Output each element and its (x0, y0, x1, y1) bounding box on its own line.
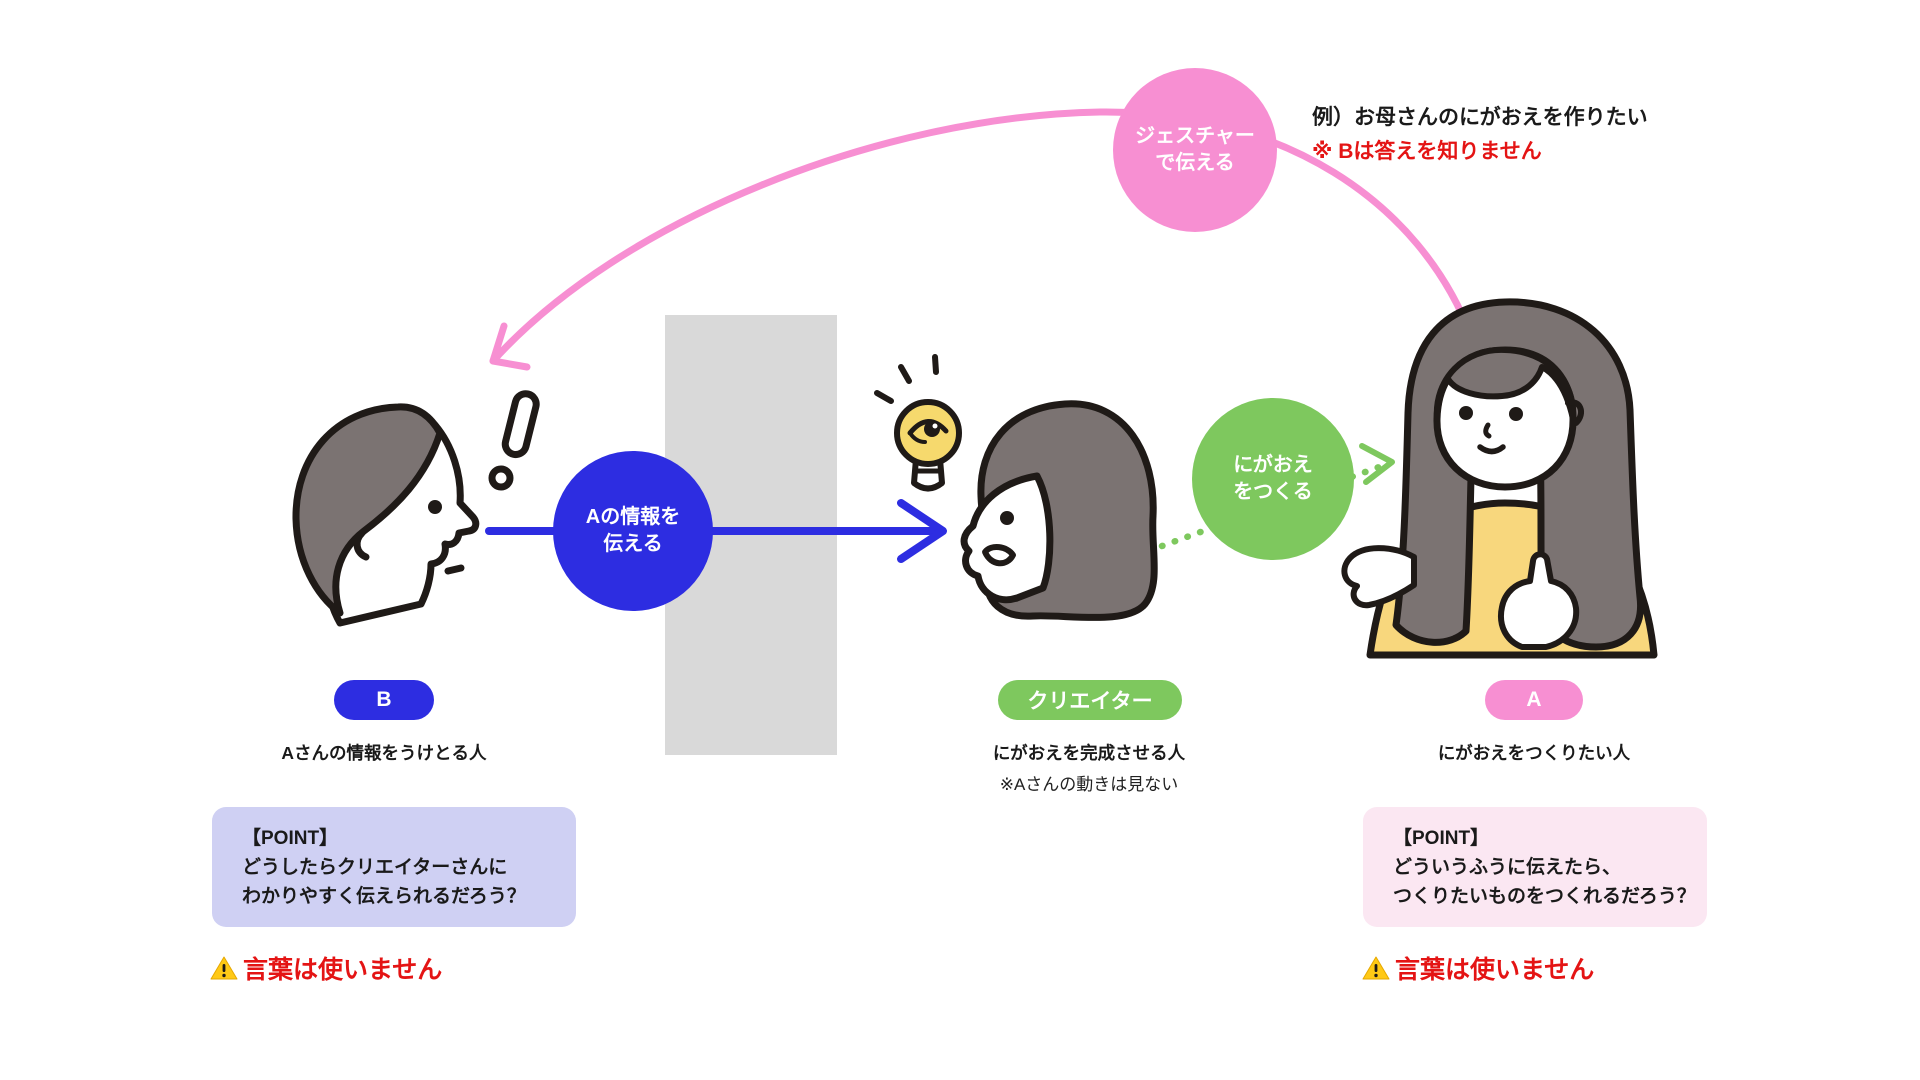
example-note: ※ Bは答えを知りません (1312, 140, 1542, 163)
info-bubble-line2: 伝える (603, 533, 663, 555)
info-bubble: Aの情報を 伝える (553, 451, 713, 611)
warning-icon (1362, 956, 1390, 980)
boy-head-illustration (292, 390, 540, 627)
creator-head-illustration (960, 400, 1158, 621)
badge-b: B (334, 680, 434, 720)
point-right-line1: どういうふうに伝えたら、 (1393, 857, 1622, 878)
caption-creator: にがおえを完成させる人 (992, 743, 1186, 763)
girl-illustration (1341, 298, 1658, 659)
lightbulb-eye-icon (874, 354, 962, 492)
create-bubble-line1: にがおえ (1233, 454, 1313, 476)
point-left-title: 【POINT】 (242, 828, 339, 849)
warning-left-text: 言葉は使いません (243, 956, 443, 984)
badge-a: A (1485, 680, 1583, 720)
point-right-line2: つくりたいものをつくれるだろう？ (1393, 886, 1696, 907)
create-bubble-line2: をつくる (1233, 481, 1313, 503)
point-left-line2: わかりやすく伝えられるだろう？ (242, 886, 526, 907)
point-box-right: 【POINT】 どういうふうに伝えたら、 つくりたいものをつくれるだろう？ (1363, 807, 1707, 927)
warning-icon (210, 956, 238, 980)
warning-right: 言葉は使いません (1362, 950, 1594, 986)
warning-left: 言葉は使いません (210, 950, 442, 986)
point-left-line1: どうしたらクリエイターさんに (242, 857, 508, 878)
point-box-left: 【POINT】 どうしたらクリエイターさんに わかりやすく伝えられるだろう？ (212, 807, 576, 927)
caption-a: にがおえをつくりたい人 (1437, 743, 1631, 763)
gesture-bubble-line2: で伝える (1155, 152, 1235, 174)
create-bubble: にがおえ をつくる (1192, 398, 1354, 560)
gesture-bubble: ジェスチャー で伝える (1113, 68, 1277, 232)
example-text: 例）お母さんのにがおえを作りたい (1312, 106, 1648, 129)
caption-b: Aさんの情報をうけとる人 (281, 743, 487, 763)
gesture-bubble-line1: ジェスチャー (1135, 125, 1255, 147)
info-bubble-line1: Aの情報を (585, 506, 681, 528)
exclamation-icon (488, 390, 540, 491)
caption-creator-note: ※Aさんの動きは見ない (999, 775, 1179, 794)
warning-right-text: 言葉は使いません (1395, 956, 1595, 984)
badge-creator: クリエイター (998, 680, 1182, 720)
point-right-title: 【POINT】 (1393, 828, 1490, 849)
example-annotation: 例）お母さんのにがおえを作りたい ※ Bは答えを知りません (1312, 101, 1648, 169)
